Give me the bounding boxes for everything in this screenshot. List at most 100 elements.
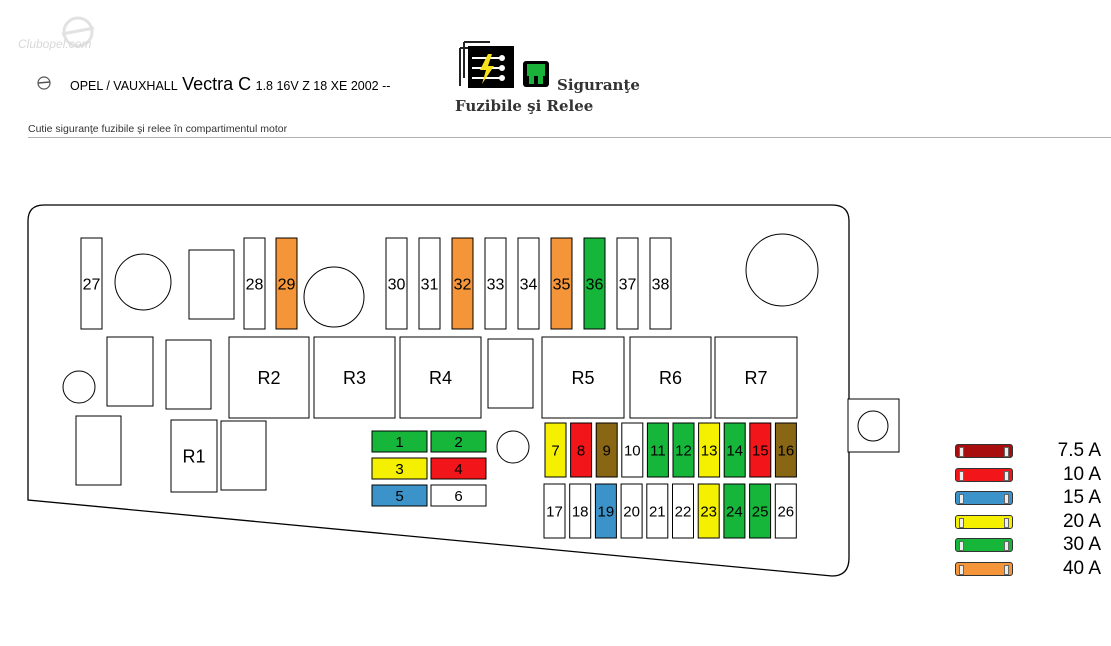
- fuse-swatch-icon: [955, 444, 1013, 458]
- fuse-23-label: 23: [700, 503, 717, 520]
- fuse-37[interactable]: 37: [616, 237, 639, 330]
- fuse-36[interactable]: 36: [583, 237, 606, 330]
- fuse-8-label: 8: [577, 442, 585, 459]
- fuse-3[interactable]: 3: [371, 457, 428, 480]
- engine-spec: 1.8 16V Z 18 XE 2002 --: [255, 79, 391, 93]
- fuse-16-label: 16: [778, 442, 795, 459]
- fuse-1-label: 1: [395, 434, 403, 451]
- fuse-32[interactable]: 32: [451, 237, 474, 330]
- fuse-29[interactable]: 29: [275, 237, 298, 330]
- legend-item: 7.5 A: [955, 440, 1105, 462]
- fuse-32-label: 32: [454, 276, 472, 293]
- fuse-2[interactable]: 2: [430, 430, 487, 453]
- fuse-38-label: 38: [652, 276, 670, 293]
- fuse-38[interactable]: 38: [649, 237, 672, 330]
- fuse-9[interactable]: 9: [595, 422, 618, 478]
- fuse-37-label: 37: [619, 276, 637, 293]
- legend-item: 15 A: [955, 487, 1105, 509]
- fuse-5[interactable]: 5: [371, 484, 428, 507]
- fuse-27[interactable]: 27: [80, 237, 103, 330]
- legend-label: 10 A: [1062, 463, 1101, 485]
- fuse-10-label: 10: [624, 442, 641, 459]
- fuse-36-label: 36: [586, 276, 604, 293]
- fuse-8[interactable]: 8: [570, 422, 593, 478]
- fuse-12[interactable]: 12: [672, 422, 695, 478]
- vehicle-model-line: OPEL / VAUXHALL Vectra C 1.8 16V Z 18 XE…: [70, 74, 390, 95]
- fuse-19-label: 19: [598, 503, 615, 520]
- relay-r7-label: R7: [744, 368, 767, 388]
- category-title: Siguranţe: [557, 76, 640, 94]
- fuse-10[interactable]: 10: [621, 422, 644, 478]
- relay-r4[interactable]: R4: [399, 336, 482, 419]
- fuse-22-label: 22: [675, 503, 692, 520]
- fuse-swatch-icon: [955, 538, 1013, 552]
- fuse-11[interactable]: 11: [646, 422, 669, 478]
- fuse-swatch-icon: [955, 514, 1013, 529]
- relay-r5-label: R5: [571, 368, 594, 388]
- relay-r1[interactable]: R1: [170, 419, 218, 493]
- fuse-25[interactable]: 25: [749, 483, 772, 539]
- fuse-26-label: 26: [777, 503, 794, 520]
- fuse-20[interactable]: 20: [620, 483, 643, 539]
- legend-item: 20 A: [955, 511, 1105, 533]
- fuse-18[interactable]: 18: [569, 483, 592, 539]
- model-name: Vectra C: [182, 74, 252, 94]
- fuse-33-label: 33: [487, 276, 505, 293]
- fuse-31[interactable]: 31: [418, 237, 441, 330]
- fuse-6-label: 6: [454, 488, 462, 505]
- fuse-24[interactable]: 24: [723, 483, 746, 539]
- fuse-14[interactable]: 14: [723, 422, 746, 478]
- fuse-30[interactable]: 30: [385, 237, 408, 330]
- fuse-21[interactable]: 21: [646, 483, 669, 539]
- empty-slots: [75, 249, 534, 491]
- fuse-23[interactable]: 23: [697, 483, 720, 539]
- fuse-16[interactable]: 16: [774, 422, 797, 478]
- fuse-21-label: 21: [649, 503, 666, 520]
- fuse-18-label: 18: [572, 503, 589, 520]
- fuse-35[interactable]: 35: [550, 237, 573, 330]
- fuse-33[interactable]: 33: [484, 237, 507, 330]
- fuse-13-label: 13: [701, 442, 718, 459]
- fuse-22[interactable]: 22: [672, 483, 694, 539]
- category-subtitle: Fuzibile şi Relee: [455, 97, 594, 115]
- legend-label: 7.5 A: [1057, 440, 1101, 461]
- mounting-holes: [62, 233, 819, 464]
- fuse-15[interactable]: 15: [749, 422, 772, 478]
- fuse-34[interactable]: 34: [517, 237, 540, 330]
- relay-r3-label: R3: [343, 368, 366, 388]
- fuse-27-label: 27: [83, 276, 101, 293]
- fuse-28[interactable]: 28: [243, 237, 266, 330]
- page-subtitle: Cutie siguranţe fuzibile şi relee în com…: [28, 123, 288, 135]
- relay-r7[interactable]: R7: [714, 336, 798, 419]
- fuse-5-label: 5: [395, 488, 403, 505]
- fuse-26[interactable]: 26: [774, 483, 797, 539]
- fuse-29-label: 29: [278, 276, 296, 293]
- fuse-20-label: 20: [623, 503, 640, 520]
- relay-r2[interactable]: R2: [228, 336, 310, 419]
- fuse-1[interactable]: 1: [371, 430, 428, 453]
- fuse-24-label: 24: [726, 503, 743, 520]
- fuse-6[interactable]: 6: [430, 484, 487, 507]
- wiring-category-icon[interactable]: [458, 38, 516, 88]
- relay-r1-label: R1: [182, 446, 205, 466]
- fuse-19[interactable]: 19: [594, 483, 617, 539]
- fuse-17[interactable]: 17: [543, 483, 566, 539]
- fuse-4[interactable]: 4: [430, 457, 487, 480]
- fuse-35-label: 35: [553, 276, 571, 293]
- fuse-14-label: 14: [726, 442, 743, 459]
- fuse-swatch-icon: [955, 561, 1013, 576]
- fuse-9-label: 9: [603, 442, 611, 459]
- fuse-2-label: 2: [454, 434, 462, 451]
- fuse-category-icon[interactable]: [522, 60, 550, 88]
- fuse-swatch-icon: [955, 491, 1013, 505]
- fuse-15-label: 15: [752, 442, 769, 459]
- relay-r6[interactable]: R6: [629, 336, 712, 419]
- fuse-3-label: 3: [395, 461, 403, 478]
- legend-item: 10 A: [955, 464, 1105, 486]
- relay-r4-label: R4: [429, 368, 452, 388]
- fuse-7[interactable]: 7: [544, 422, 567, 478]
- fuse-13[interactable]: 13: [698, 422, 721, 478]
- relay-r3[interactable]: R3: [313, 336, 396, 419]
- relay-r5[interactable]: R5: [541, 336, 625, 419]
